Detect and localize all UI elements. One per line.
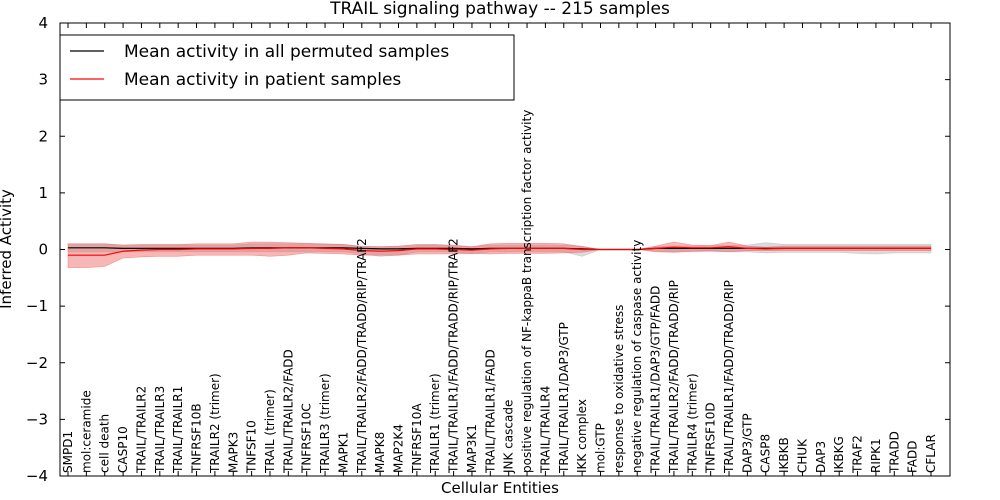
x-category-label: MAP2K4 bbox=[392, 424, 406, 473]
y-tick-label: −3 bbox=[26, 410, 48, 428]
x-category-label: TRAIL/TRAILR1/FADD/TRADD/RIP/TRAF2 bbox=[447, 238, 461, 474]
legend-box bbox=[59, 34, 515, 101]
series-line-patient bbox=[68, 246, 931, 256]
y-tick-label: −1 bbox=[26, 297, 48, 315]
x-category-label: IKK complex bbox=[575, 399, 589, 473]
x-category-label: mol:ceramide bbox=[79, 390, 93, 473]
x-category-label: TNFRSF10A bbox=[410, 403, 424, 474]
band-permuted bbox=[67, 242, 932, 257]
y-tick-label: 0 bbox=[38, 241, 48, 259]
x-category-label: TNFRSF10D bbox=[704, 402, 718, 474]
confidence-bands bbox=[67, 241, 932, 268]
x-category-label: DAP3 bbox=[814, 441, 828, 473]
y-tick-label: −4 bbox=[26, 467, 48, 485]
x-category-label: MAP3K1 bbox=[465, 424, 479, 473]
x-category-label: TRAIL/TRAILR2/FADD/TRADD/RIP/TRAF2 bbox=[355, 238, 369, 474]
x-category-label: TRAILR1 (trimer) bbox=[428, 373, 442, 474]
x-category-label: IKBKB bbox=[777, 437, 791, 473]
legend: Mean activity in all permuted samples Me… bbox=[59, 34, 515, 101]
x-category-label: TRAIL/TRAILR1/DAP3/GTP/FADD bbox=[649, 286, 663, 474]
y-tick-label: 3 bbox=[38, 71, 48, 89]
x-category-label: JNK cascade bbox=[502, 400, 516, 474]
x-category-label: positive regulation of NF-kappaB transcr… bbox=[520, 110, 534, 473]
x-category-label: TRAIL/TRAILR3 bbox=[153, 386, 167, 474]
x-category-label: TRAIL/TRAILR1/FADD/TRADD/RIP bbox=[722, 280, 736, 474]
legend-label-permuted: Mean activity in all permuted samples bbox=[124, 42, 449, 62]
x-category-label: DAP3/GTP bbox=[740, 413, 754, 473]
x-category-label: TNFRSF10C bbox=[300, 403, 314, 474]
x-category-label: response to oxidative stress bbox=[612, 305, 626, 473]
y-tick-label: 1 bbox=[38, 184, 48, 202]
y-axis-label: Inferred Activity bbox=[0, 189, 15, 309]
x-category-label: TRADD bbox=[887, 431, 901, 474]
x-category-label: TRAIL/TRAILR1/DAP3/GTP bbox=[557, 322, 571, 474]
legend-label-patient: Mean activity in patient samples bbox=[124, 70, 401, 90]
x-category-label: CASP8 bbox=[759, 434, 773, 473]
x-category-label: TNFRSF10B bbox=[190, 403, 204, 474]
x-category-label: TRAILR4 (trimer) bbox=[685, 373, 699, 474]
y-axis: 4 3 2 1 0 −1 −2 −3 −4 bbox=[26, 14, 950, 485]
y-tick-label: 4 bbox=[38, 14, 48, 32]
series-lines bbox=[68, 246, 931, 256]
x-category-label: TRAIL/TRAILR2/FADD bbox=[281, 349, 295, 474]
x-category-label: IKBKG bbox=[832, 436, 846, 473]
y-tick-label: 2 bbox=[38, 127, 48, 145]
x-category-label: CASP10 bbox=[116, 426, 130, 473]
x-category-label: FADD bbox=[906, 441, 920, 474]
x-axis-label: Cellular Entities bbox=[441, 479, 559, 497]
x-category-label: TRAF2 bbox=[851, 435, 865, 474]
x-category-label: TRAIL/TRAILR1/FADD bbox=[483, 349, 497, 474]
x-category-label: cell death bbox=[98, 414, 112, 473]
x-category-label: RIPK1 bbox=[869, 438, 883, 473]
x-category-label: TNFSF10 bbox=[245, 420, 259, 474]
x-category-label: SMPD1 bbox=[61, 431, 75, 473]
x-category-label: MAPK1 bbox=[336, 432, 350, 473]
band-patient bbox=[67, 241, 932, 268]
x-category-label: TRAIL (trimer) bbox=[263, 389, 277, 474]
x-category-label: CHUK bbox=[796, 438, 810, 473]
x-axis-categories: SMPD1 mol:ceramide cell death CASP10 TRAIL/T… bbox=[61, 23, 938, 476]
y-tick-label: −2 bbox=[26, 354, 48, 372]
x-category-label: TRAIL/TRAILR4 bbox=[538, 386, 552, 474]
x-category-label: TRAIL/TRAILR2/FADD/TRADD/RIP bbox=[667, 280, 681, 474]
x-category-label: TRAILR2 (trimer) bbox=[208, 373, 222, 474]
chart-title: TRAIL signaling pathway -- 215 samples bbox=[329, 0, 670, 19]
x-category-label: negative regulation of caspase activity bbox=[630, 240, 644, 473]
x-category-label: TRAIL/TRAILR1 bbox=[171, 386, 185, 474]
x-category-label: mol:GTP bbox=[594, 423, 608, 473]
x-category-label: MAPK8 bbox=[373, 432, 387, 473]
x-category-label: CFLAR bbox=[924, 434, 938, 473]
x-category-label: TRAILR3 (trimer) bbox=[318, 373, 332, 474]
x-category-label: MAPK3 bbox=[226, 432, 240, 473]
x-category-label: TRAIL/TRAILR2 bbox=[134, 386, 148, 474]
